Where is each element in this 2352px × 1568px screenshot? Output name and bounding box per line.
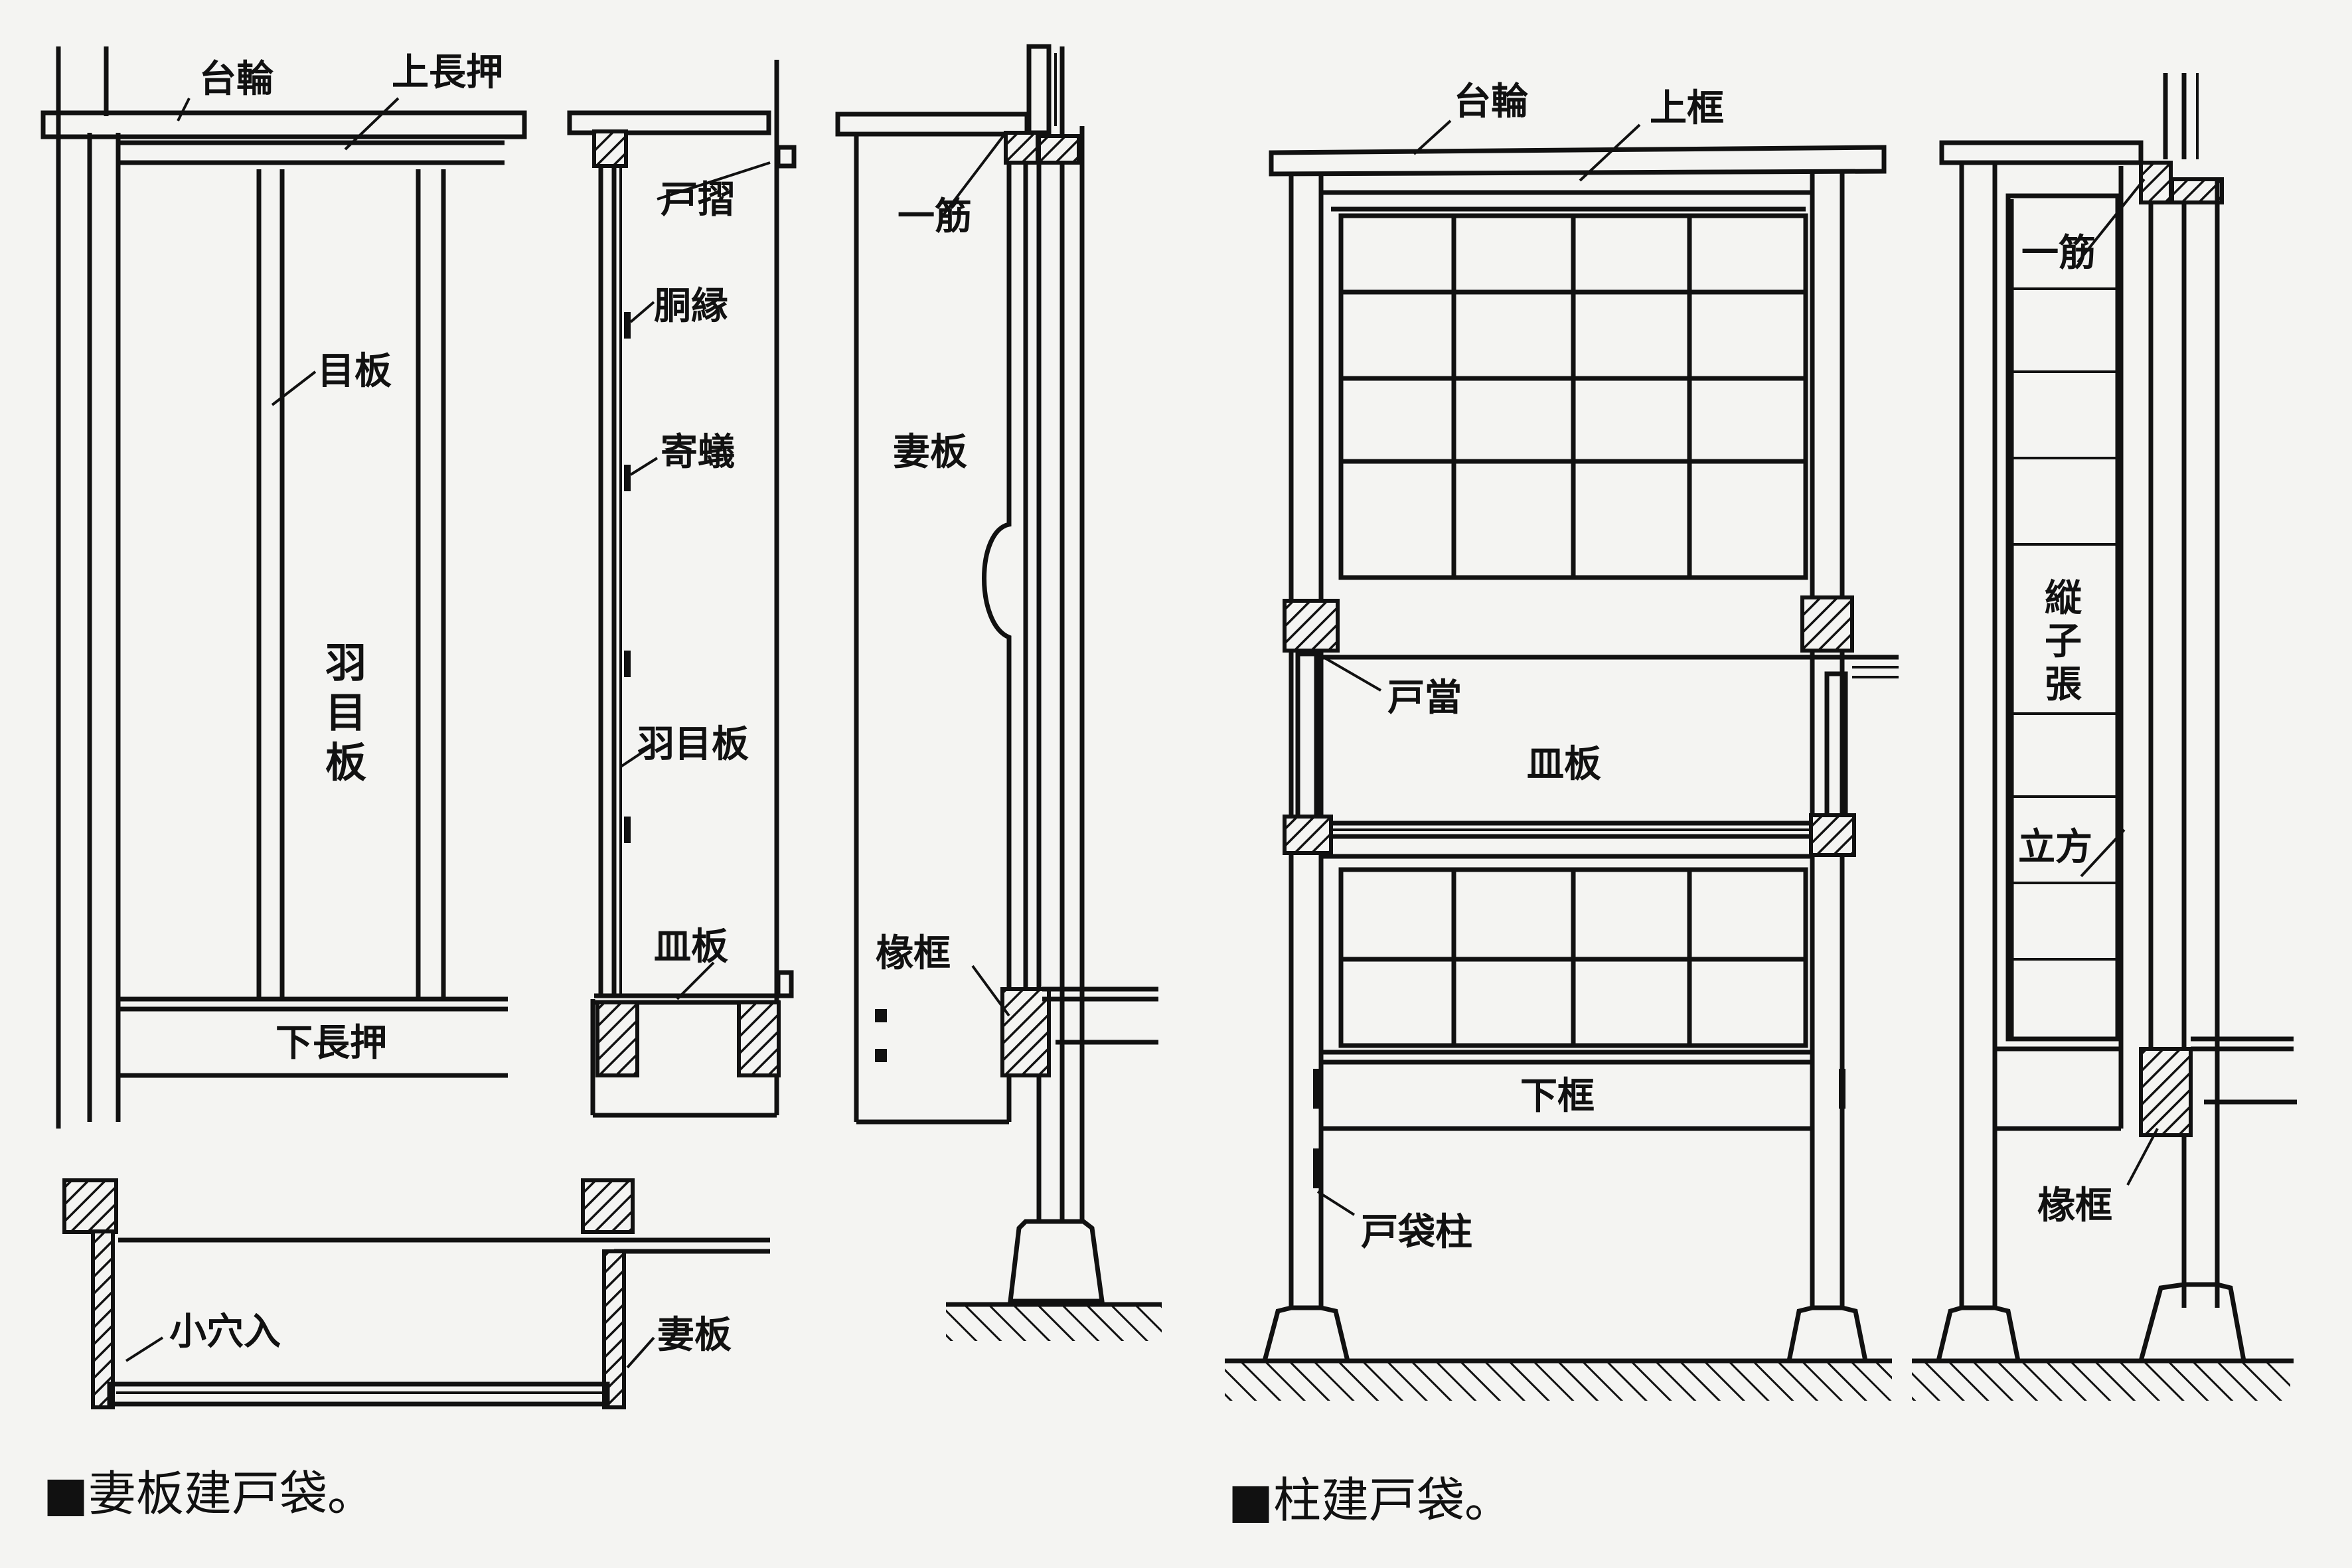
label-ha-me-ita-2: 目 xyxy=(325,688,366,737)
label-to-bukuro-bashira: 戸袋柱 xyxy=(1361,1211,1472,1254)
label-vertical-note-2: 子 xyxy=(2045,620,2082,663)
label-yose-ari: 寄蟻 xyxy=(661,431,735,474)
label-vertical-note-3: 張 xyxy=(2045,663,2082,706)
label-to-atari-right: 戸當 xyxy=(1387,676,1462,720)
label-en-gamachi-right: 椽框 xyxy=(2037,1184,2112,1227)
label-daiwa-right: 台輪 xyxy=(1454,80,1528,123)
left-side-elevation xyxy=(835,44,1162,1341)
right-elevation xyxy=(1225,119,1899,1401)
label-me-ita: 目板 xyxy=(317,350,392,393)
label-ko-ana-ire: 小穴入 xyxy=(169,1310,281,1354)
label-en-gamachi-left: 椽框 xyxy=(876,932,951,975)
label-daiwa-left: 台輪 xyxy=(199,58,274,101)
label-sara-ita-left: 皿板 xyxy=(654,925,728,969)
right-side-section xyxy=(1912,73,2297,1401)
label-dou-buchi: 胴縁 xyxy=(654,285,728,328)
label-shimo-gamachi: 下框 xyxy=(1520,1075,1595,1118)
left-section xyxy=(567,60,797,1118)
caption-hashira-datebukuro: ■柱建戸袋。 xyxy=(1228,1472,1512,1528)
label-tsuma-ita-plan: 妻板 xyxy=(657,1314,732,1357)
label-kami-gamachi: 上框 xyxy=(1650,87,1724,130)
label-ha-me-ita-1: 羽 xyxy=(325,639,366,687)
caption-tsuma-ita-datebukuro: ■妻板建戸袋。 xyxy=(43,1466,375,1522)
label-ha-me-ita-3: 板 xyxy=(325,738,366,787)
label-tate-kata: 立方 xyxy=(2018,826,2092,869)
label-hito-suji-right: 一筋 xyxy=(2021,232,2096,275)
left-elevation xyxy=(40,46,527,1129)
label-to-atari: 戸摺 xyxy=(661,179,735,222)
label-sara-ita-right: 皿板 xyxy=(1527,743,1601,786)
label-shimo-nageshi: 下長押 xyxy=(275,1022,387,1065)
left-plan xyxy=(62,1178,770,1409)
label-ha-me-ita-section: 羽目板 xyxy=(637,723,749,766)
label-hito-suji-left: 一筋 xyxy=(898,195,972,238)
label-kami-nageshi: 上長押 xyxy=(392,51,503,94)
label-tsuma-ita-elev: 妻板 xyxy=(893,431,967,474)
label-vertical-note-1: 縦 xyxy=(2045,577,2082,620)
